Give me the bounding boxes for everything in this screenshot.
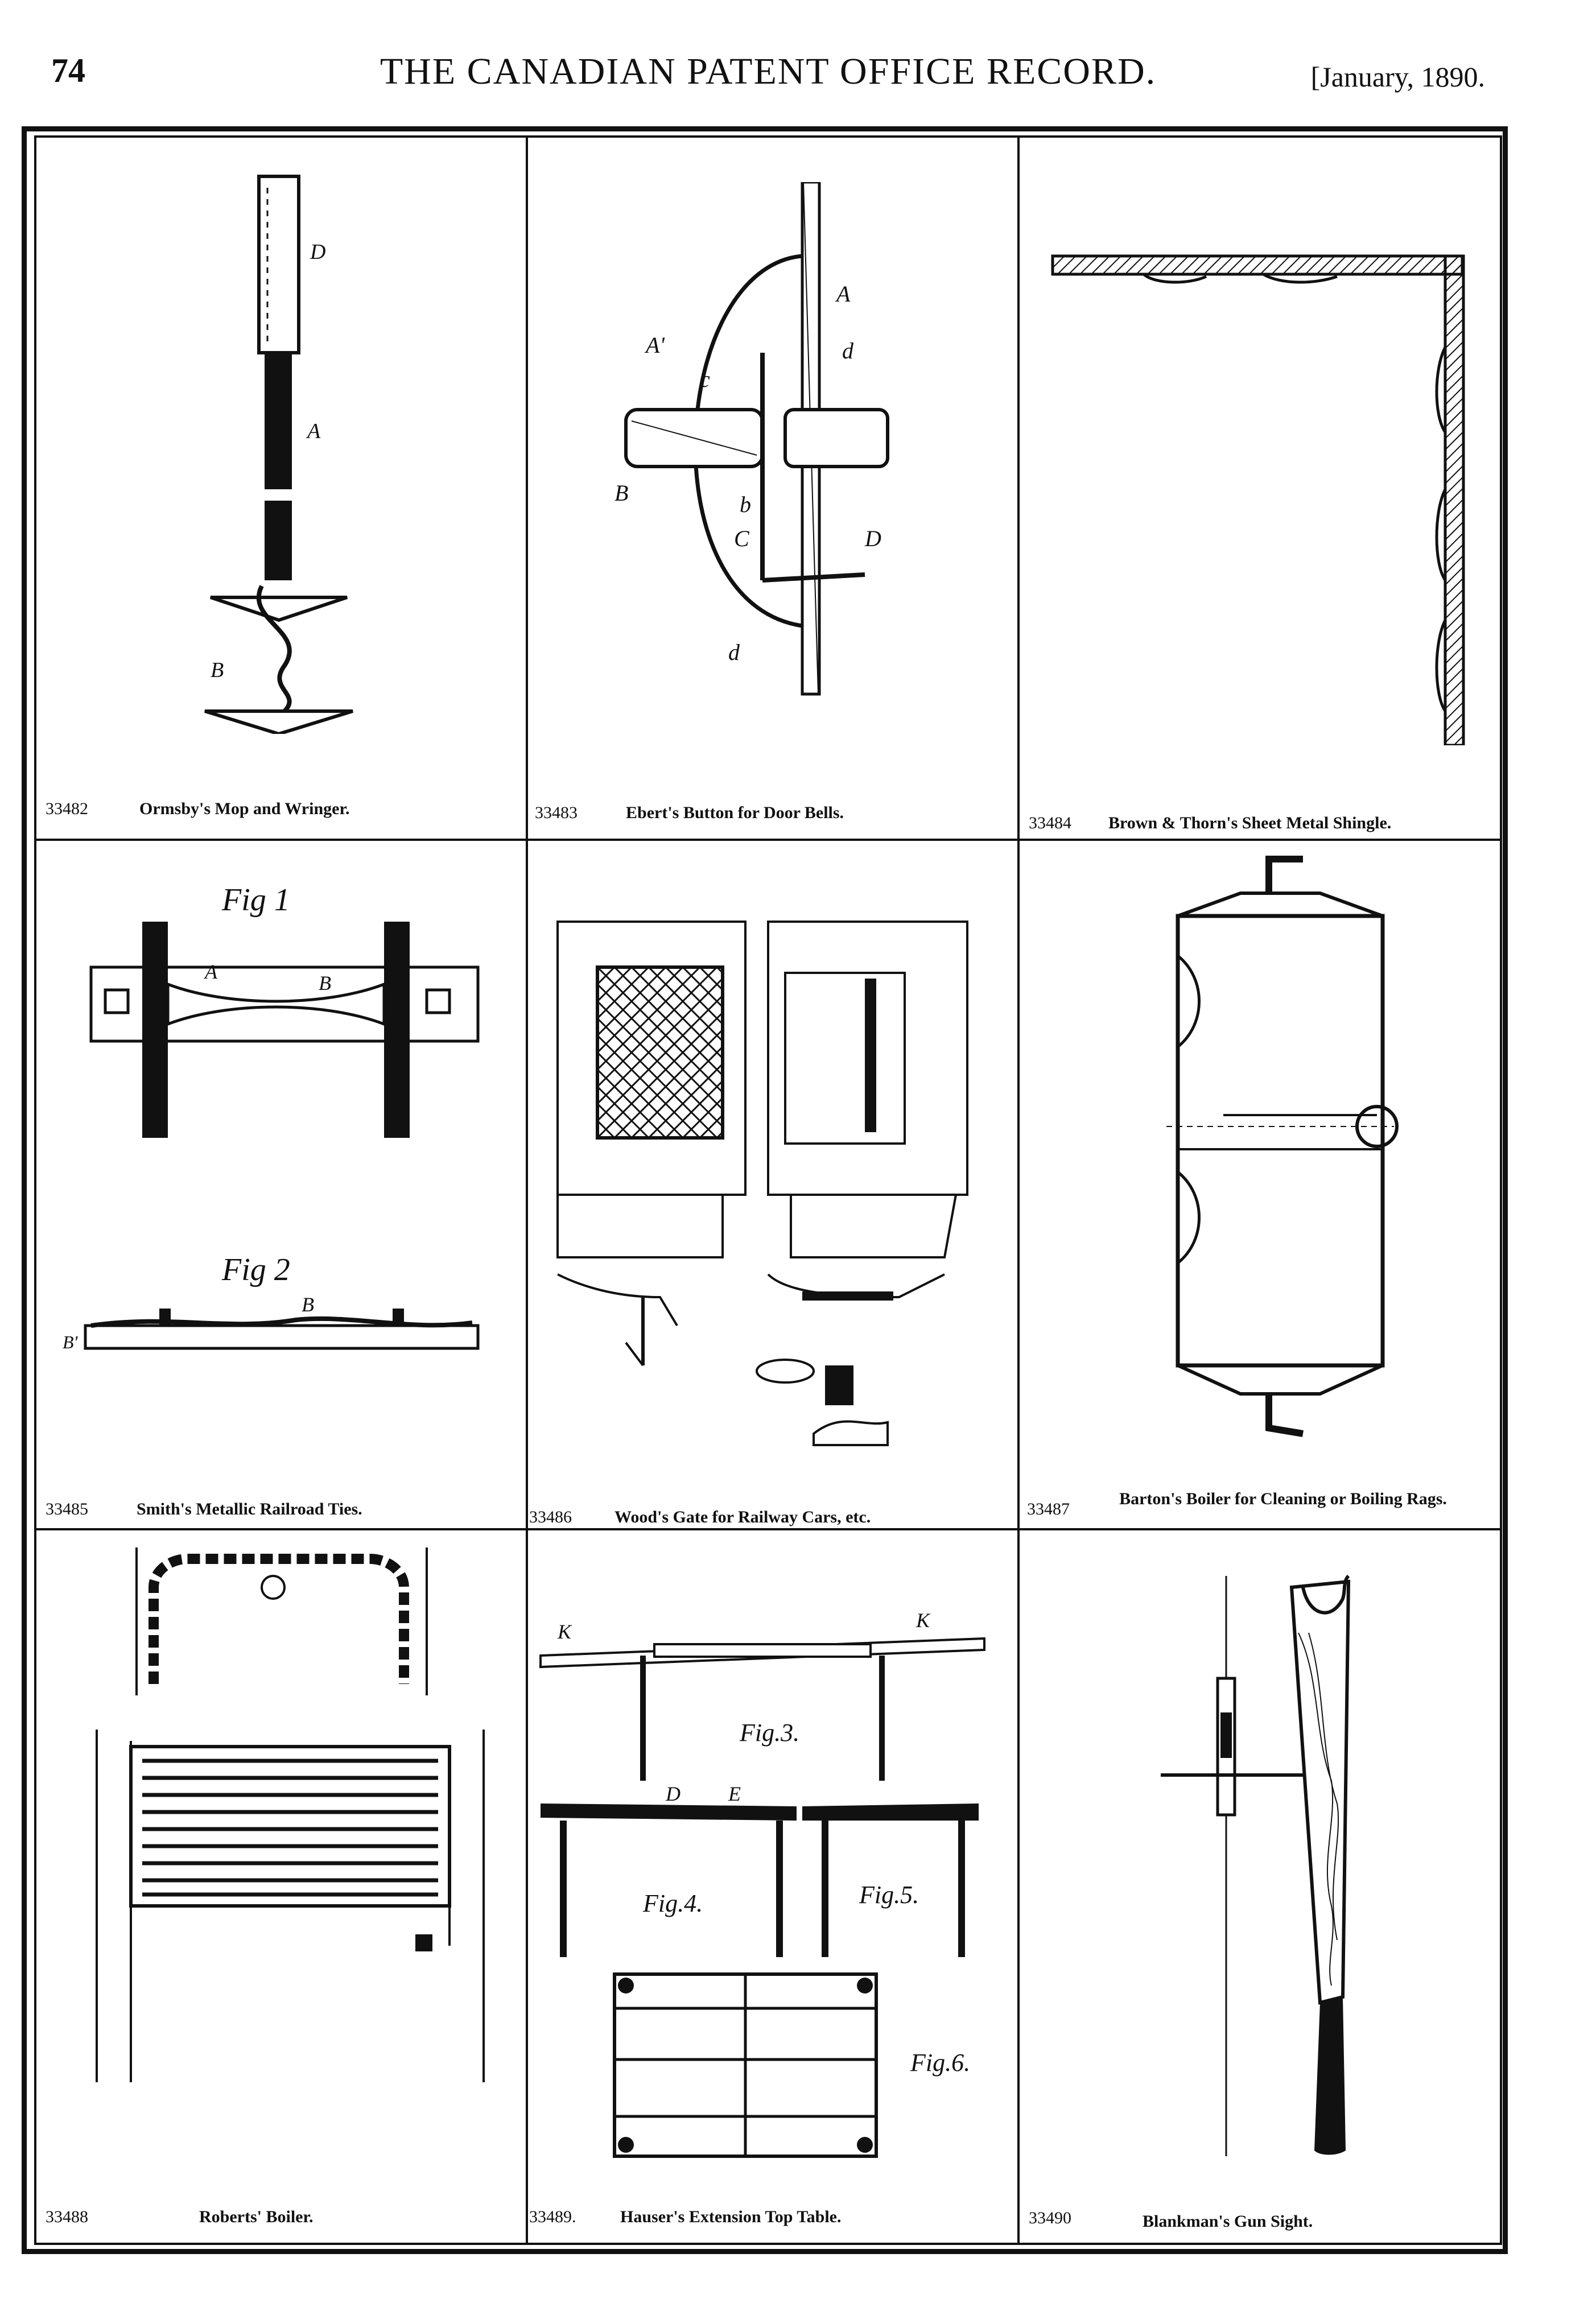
patent-title: Hauser's Extension Top Table. bbox=[620, 2207, 842, 2226]
fig-label-D: D bbox=[310, 240, 325, 264]
fig-label-B-lower: B bbox=[302, 1293, 314, 1316]
patent-title: Wood's Gate for Railway Cars, etc. bbox=[615, 1508, 871, 1526]
patent-number: 33483 bbox=[535, 803, 578, 822]
fig-label-b: b bbox=[740, 492, 751, 517]
fig-label-K-left: K bbox=[557, 1620, 572, 1643]
fig-label-d-lower: d bbox=[728, 639, 740, 665]
fig-label-K-right: K bbox=[915, 1609, 931, 1632]
patent-title: Blankman's Gun Sight. bbox=[1143, 2212, 1313, 2231]
fig-label-fig2: Fig 2 bbox=[221, 1252, 290, 1287]
patent-title: Barton's Boiler for Cleaning or Boiling … bbox=[1119, 1489, 1447, 1508]
figure-gun-sight bbox=[1161, 1574, 1351, 2156]
patent-number: 33486 bbox=[529, 1508, 572, 1526]
fig-label-fig5: Fig.5. bbox=[859, 1881, 919, 1909]
fig-label-A: A bbox=[835, 281, 851, 307]
column-divider-2 bbox=[1017, 135, 1020, 2245]
patent-title: Ormsby's Mop and Wringer. bbox=[139, 799, 350, 818]
figure-railroad-ties: Fig 1 A B Fig 2 B B' bbox=[63, 882, 480, 1352]
fig-label-B: B bbox=[211, 658, 224, 682]
figure-mop-wringer: D A B bbox=[204, 175, 353, 734]
figure-sheet-metal-shingle bbox=[1051, 254, 1465, 745]
row-divider-2 bbox=[34, 1528, 1502, 1530]
figure-roberts-boiler bbox=[96, 1547, 485, 2082]
page-number: 74 bbox=[51, 52, 85, 89]
column-divider-1 bbox=[526, 135, 528, 2245]
fig-label-A: A bbox=[204, 960, 218, 983]
fig-label-B: B bbox=[615, 480, 628, 506]
issue-date: [January, 1890. bbox=[1310, 61, 1485, 93]
patent-title: Smith's Metallic Railroad Ties. bbox=[137, 1500, 362, 1518]
page-header: 74 THE CANADIAN PATENT OFFICE RECORD. [J… bbox=[51, 40, 1485, 102]
caption-33487: 33487 Barton's Boiler for Cleaning or Bo… bbox=[1027, 1489, 1494, 1529]
patent-number: 33487 bbox=[1027, 1500, 1070, 1518]
fig-label-C: C bbox=[734, 526, 750, 551]
patent-number: 33490 bbox=[1029, 2209, 1071, 2227]
patent-number: 33482 bbox=[46, 799, 88, 818]
fig-label-B: B bbox=[319, 972, 331, 994]
fig-label-A-prime: A' bbox=[644, 332, 665, 358]
journal-title: THE CANADIAN PATENT OFFICE RECORD. bbox=[380, 51, 1157, 92]
figure-door-bell-button: A A' c B b C D d d bbox=[615, 182, 889, 696]
patent-number: 33489. bbox=[529, 2207, 576, 2226]
figure-rag-boiler bbox=[1166, 856, 1399, 1437]
outer-border bbox=[22, 126, 1508, 2254]
fig-label-d: d bbox=[842, 338, 854, 364]
row-divider-1 bbox=[34, 839, 1502, 841]
fig-label-fig6: Fig.6. bbox=[910, 2049, 970, 2077]
figure-railway-gate bbox=[556, 921, 968, 1446]
fig-label-c: c bbox=[700, 366, 710, 392]
fig-label-fig3: Fig.3. bbox=[739, 1719, 799, 1747]
fig-label-fig4: Fig.4. bbox=[642, 1889, 703, 1917]
patent-number: 33484 bbox=[1029, 814, 1071, 832]
fig-label-B-prime: B' bbox=[63, 1332, 79, 1352]
patent-title: Roberts' Boiler. bbox=[199, 2207, 314, 2226]
figure-extension-table: Fig.3. D E K K Fig.4. Fig.5. Fig.6. bbox=[539, 1609, 985, 2158]
inner-border bbox=[34, 135, 1502, 2245]
fig-label-D: D bbox=[665, 1782, 681, 1805]
patent-title: Brown & Thorn's Sheet Metal Shingle. bbox=[1108, 814, 1392, 832]
fig-label-D: D bbox=[864, 526, 881, 551]
fig-label-fig1: Fig 1 bbox=[221, 882, 290, 918]
fig-label-A: A bbox=[306, 419, 321, 443]
patent-number: 33488 bbox=[46, 2207, 88, 2226]
patent-title: Ebert's Button for Door Bells. bbox=[626, 803, 844, 822]
patent-number: 33485 bbox=[46, 1500, 88, 1518]
fig-label-E: E bbox=[728, 1782, 741, 1805]
